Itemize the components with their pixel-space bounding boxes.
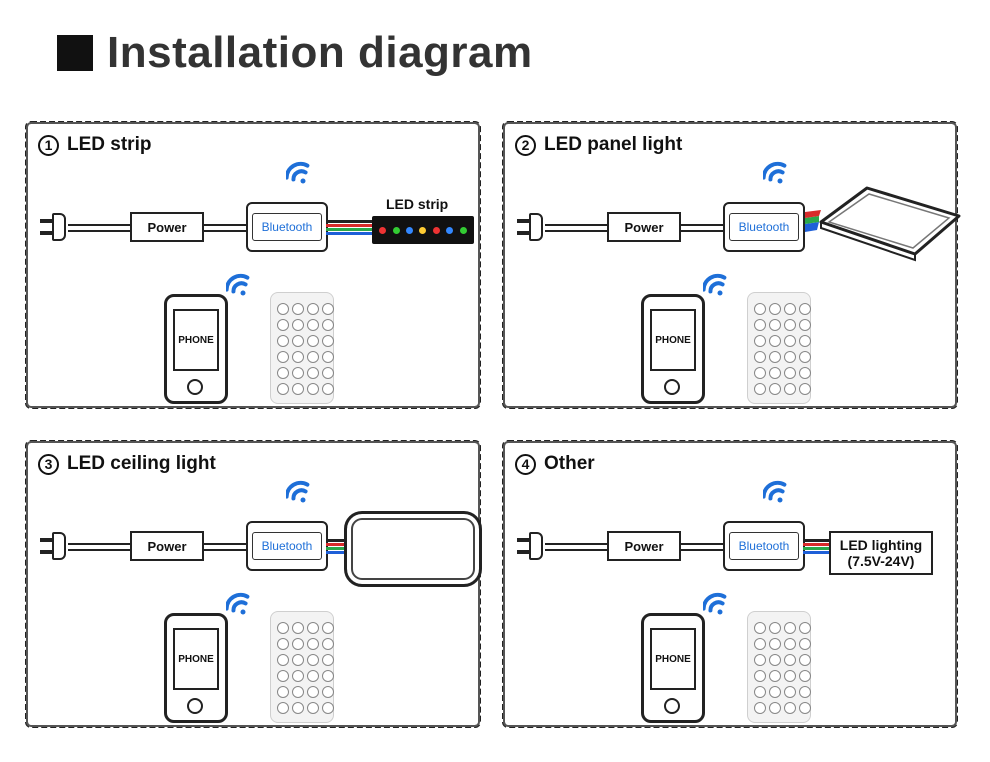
power-supply-box: Power xyxy=(130,212,204,242)
panel-heading: 2 LED panel light xyxy=(515,134,682,156)
power-supply-box: Power xyxy=(130,531,204,561)
remote-control-icon xyxy=(270,292,334,404)
phone-home-button-icon xyxy=(187,379,203,395)
wifi-icon xyxy=(226,592,250,615)
header-square-icon xyxy=(57,35,93,71)
plug-icon xyxy=(517,532,547,560)
phone-icon: PHONE xyxy=(164,294,228,404)
panel-title: LED ceiling light xyxy=(67,453,216,474)
output-wires xyxy=(326,220,374,238)
page-title: Installation diagram xyxy=(107,28,533,77)
bluetooth-label: Bluetooth xyxy=(252,532,322,560)
led-strip-icon xyxy=(372,216,474,244)
led-lighting-label: LED lighting xyxy=(839,536,923,553)
remote-control-icon xyxy=(747,292,811,404)
phone-home-button-icon xyxy=(664,698,680,714)
bluetooth-label: Bluetooth xyxy=(729,213,799,241)
phone-home-button-icon xyxy=(187,698,203,714)
phone-label: PHONE xyxy=(650,628,696,690)
plug-icon xyxy=(40,213,70,241)
panel-other: 4 Other Power Bluetooth LED lighting (7.… xyxy=(502,440,958,728)
output-wires xyxy=(326,539,348,557)
panel-light-icon xyxy=(805,186,961,262)
phone-icon: PHONE xyxy=(641,613,705,723)
power-supply-box: Power xyxy=(607,212,681,242)
page-header: Installation diagram xyxy=(57,28,533,78)
phone-icon: PHONE xyxy=(641,294,705,404)
led-strip-label: LED strip xyxy=(386,196,449,212)
plug-icon xyxy=(40,532,70,560)
remote-control-icon xyxy=(747,611,811,723)
panel-heading: 1 LED strip xyxy=(38,134,151,156)
phone-home-button-icon xyxy=(664,379,680,395)
panel-title: LED strip xyxy=(67,134,152,155)
wifi-icon xyxy=(286,480,310,503)
led-lighting-box: LED lighting (7.5V-24V) xyxy=(829,531,933,575)
phone-icon: PHONE xyxy=(164,613,228,723)
panel-led-strip: 1 LED strip Power Bluetooth LED strip PH… xyxy=(25,121,481,409)
panel-heading: 3 LED ceiling light xyxy=(38,453,216,475)
wifi-icon xyxy=(703,592,727,615)
panel-title: Other xyxy=(544,453,595,474)
panel-number: 1 xyxy=(38,134,59,156)
panel-led-panel-light: 2 LED panel light Power Bluetooth PHONE xyxy=(502,121,961,409)
bluetooth-label: Bluetooth xyxy=(252,213,322,241)
panel-number: 2 xyxy=(515,134,536,156)
wifi-icon xyxy=(286,161,310,184)
panel-number: 4 xyxy=(515,453,536,475)
output-wires xyxy=(803,539,831,557)
bluetooth-controller: Bluetooth xyxy=(246,202,328,252)
phone-label: PHONE xyxy=(173,628,219,690)
wifi-icon xyxy=(226,273,250,296)
phone-label: PHONE xyxy=(173,309,219,371)
bluetooth-controller: Bluetooth xyxy=(246,521,328,571)
ceiling-light-icon xyxy=(344,511,482,587)
panel-number: 3 xyxy=(38,453,59,475)
phone-label: PHONE xyxy=(650,309,696,371)
wifi-icon xyxy=(703,273,727,296)
plug-icon xyxy=(517,213,547,241)
bluetooth-controller: Bluetooth xyxy=(723,521,805,571)
wifi-icon xyxy=(763,480,787,503)
panel-title: LED panel light xyxy=(544,134,683,155)
remote-control-icon xyxy=(270,611,334,723)
bluetooth-label: Bluetooth xyxy=(729,532,799,560)
wifi-icon xyxy=(763,161,787,184)
bluetooth-controller: Bluetooth xyxy=(723,202,805,252)
voltage-range-label: (7.5V-24V) xyxy=(847,553,915,569)
panel-heading: 4 Other xyxy=(515,453,595,475)
panel-led-ceiling-light: 3 LED ceiling light Power Bluetooth PHON… xyxy=(25,440,482,728)
power-supply-box: Power xyxy=(607,531,681,561)
